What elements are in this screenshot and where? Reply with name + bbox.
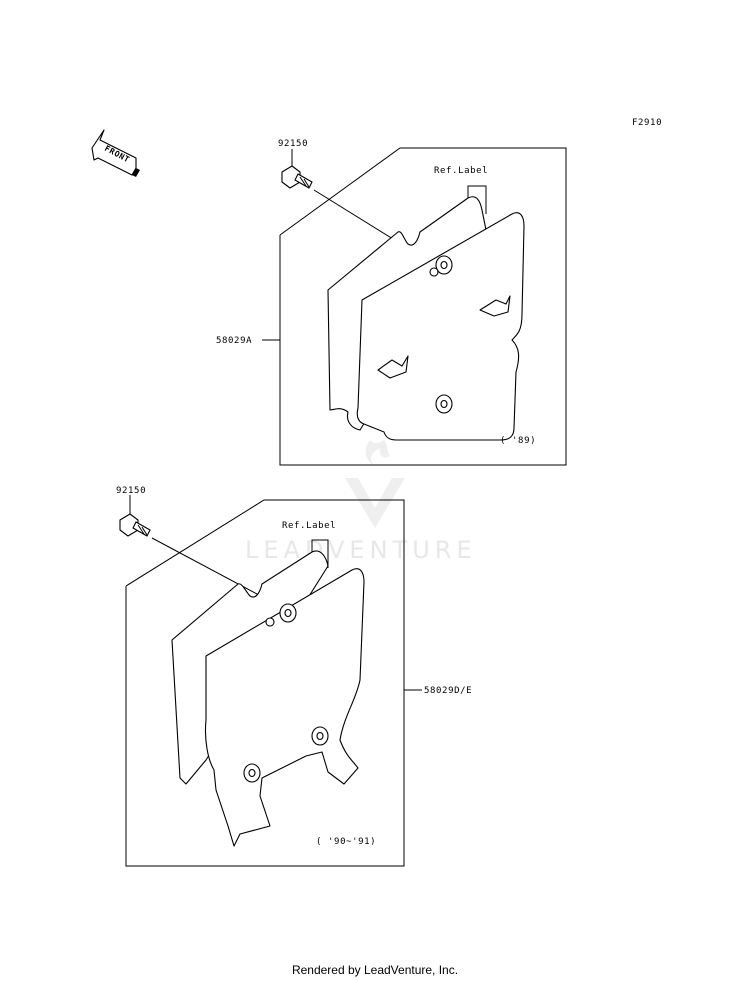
watermark: LEADVENTURE [245,440,477,564]
lower-bolt-icon [119,513,151,537]
upper-bolt-part-number: 92150 [278,139,308,149]
footer-credit: Rendered by LeadVenture, Inc. [291,963,459,977]
lower-assembly: 92150 Ref.Label 58029D/E ( '90~'91) [116,486,472,867]
lower-frame [125,499,405,867]
lower-bolt-part-number: 92150 [116,486,146,496]
lower-year-note: ( '90~'91) [316,837,376,847]
upper-assembly: 92150 Ref.Label 58029A ( '89) [216,139,567,466]
front-arrow-icon: FRONT [91,129,140,177]
upper-year-note: ( '89) [500,436,536,446]
lower-part-number: 58029D/E [424,686,472,696]
upper-ref-label: Ref.Label [434,166,488,176]
upper-frame [279,147,567,466]
figure-code: F2910 [632,118,662,128]
watermark-text: LEADVENTURE [245,536,477,564]
upper-part-number: 58029A [216,336,252,346]
upper-bolt-icon [281,165,313,189]
lower-ref-label: Ref.Label [282,521,336,531]
